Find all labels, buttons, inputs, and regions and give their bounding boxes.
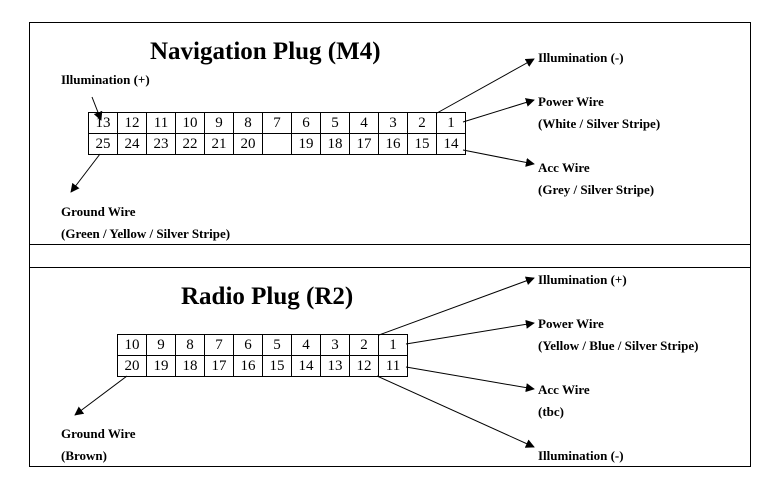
nav-pin-cell: 3 <box>378 112 408 134</box>
radio-pin-cell: 13 <box>320 355 350 377</box>
radio-pin-cell: 14 <box>291 355 321 377</box>
radio-plug-title: Radio Plug (R2) <box>181 283 354 310</box>
radio-pin-cell: 20 <box>117 355 147 377</box>
radio-illumination-plus-label: Illumination (+) <box>538 272 627 287</box>
radio-pin-cell: 6 <box>233 334 263 356</box>
nav-pin-cell: 12 <box>117 112 147 134</box>
separator-frame <box>29 244 751 268</box>
radio-pin-cell: 5 <box>262 334 292 356</box>
nav-pin-cell: 23 <box>146 133 176 155</box>
radio-acc-wire-label: Acc Wire <box>538 382 590 397</box>
radio-pin-cell: 16 <box>233 355 263 377</box>
radio-power-wire-color: (Yellow / Blue / Silver Stripe) <box>538 338 699 353</box>
radio-pin-cell: 15 <box>262 355 292 377</box>
radio-pin-cell: 7 <box>204 334 234 356</box>
nav-pin-cell: 22 <box>175 133 205 155</box>
radio-plug-frame <box>29 267 751 467</box>
navigation-plug-title: Navigation Plug (M4) <box>150 38 381 65</box>
radio-acc-wire-color: (tbc) <box>538 404 564 419</box>
nav-pin-cell: 24 <box>117 133 147 155</box>
nav-pin-cell: 7 <box>262 112 292 134</box>
nav-pin-cell: 4 <box>349 112 379 134</box>
nav-pin-cell: 11 <box>146 112 176 134</box>
nav-pin-cell: 5 <box>320 112 350 134</box>
radio-power-wire-label: Power Wire <box>538 316 604 331</box>
nav-ground-wire-color: (Green / Yellow / Silver Stripe) <box>61 226 231 241</box>
nav-power-wire-label: Power Wire <box>538 94 604 109</box>
nav-pin-cell: 1 <box>436 112 466 134</box>
radio-ground-wire-label: Ground Wire <box>61 426 136 441</box>
nav-illumination-plus-label: Illumination (+) <box>61 72 150 87</box>
nav-pin-cell: 15 <box>407 133 437 155</box>
nav-pin-cell: 2 <box>407 112 437 134</box>
radio-pin-cell: 19 <box>146 355 176 377</box>
nav-pin-cell: 9 <box>204 112 234 134</box>
radio-pin-cell: 10 <box>117 334 147 356</box>
radio-pin-cell: 9 <box>146 334 176 356</box>
radio-illumination-minus-label: Illumination (-) <box>538 448 624 463</box>
radio-pin-cell: 3 <box>320 334 350 356</box>
nav-pin-cell: 21 <box>204 133 234 155</box>
radio-pin-cell: 4 <box>291 334 321 356</box>
nav-pin-cell: 14 <box>436 133 466 155</box>
nav-acc-wire-color: (Grey / Silver Stripe) <box>538 182 655 197</box>
nav-pin-cell: 8 <box>233 112 263 134</box>
nav-pin-cell: 10 <box>175 112 205 134</box>
nav-pin-cell <box>262 133 292 155</box>
nav-pin-cell: 20 <box>233 133 263 155</box>
nav-pin-cell: 19 <box>291 133 321 155</box>
nav-pin-cell: 17 <box>349 133 379 155</box>
radio-ground-wire-color: (Brown) <box>61 448 107 463</box>
nav-pin-cell: 25 <box>88 133 118 155</box>
nav-power-wire-color: (White / Silver Stripe) <box>538 116 661 131</box>
nav-ground-wire-label: Ground Wire <box>61 204 136 219</box>
radio-pin-cell: 17 <box>204 355 234 377</box>
radio-pin-cell: 12 <box>349 355 379 377</box>
nav-pin-cell: 16 <box>378 133 408 155</box>
nav-illumination-minus-label: Illumination (-) <box>538 50 624 65</box>
nav-acc-wire-label: Acc Wire <box>538 160 590 175</box>
nav-pin-cell: 6 <box>291 112 321 134</box>
radio-pin-cell: 2 <box>349 334 379 356</box>
nav-pin-cell: 18 <box>320 133 350 155</box>
radio-pin-cell: 1 <box>378 334 408 356</box>
radio-pin-cell: 18 <box>175 355 205 377</box>
nav-pin-cell: 13 <box>88 112 118 134</box>
radio-pin-cell: 8 <box>175 334 205 356</box>
radio-pin-cell: 11 <box>378 355 408 377</box>
